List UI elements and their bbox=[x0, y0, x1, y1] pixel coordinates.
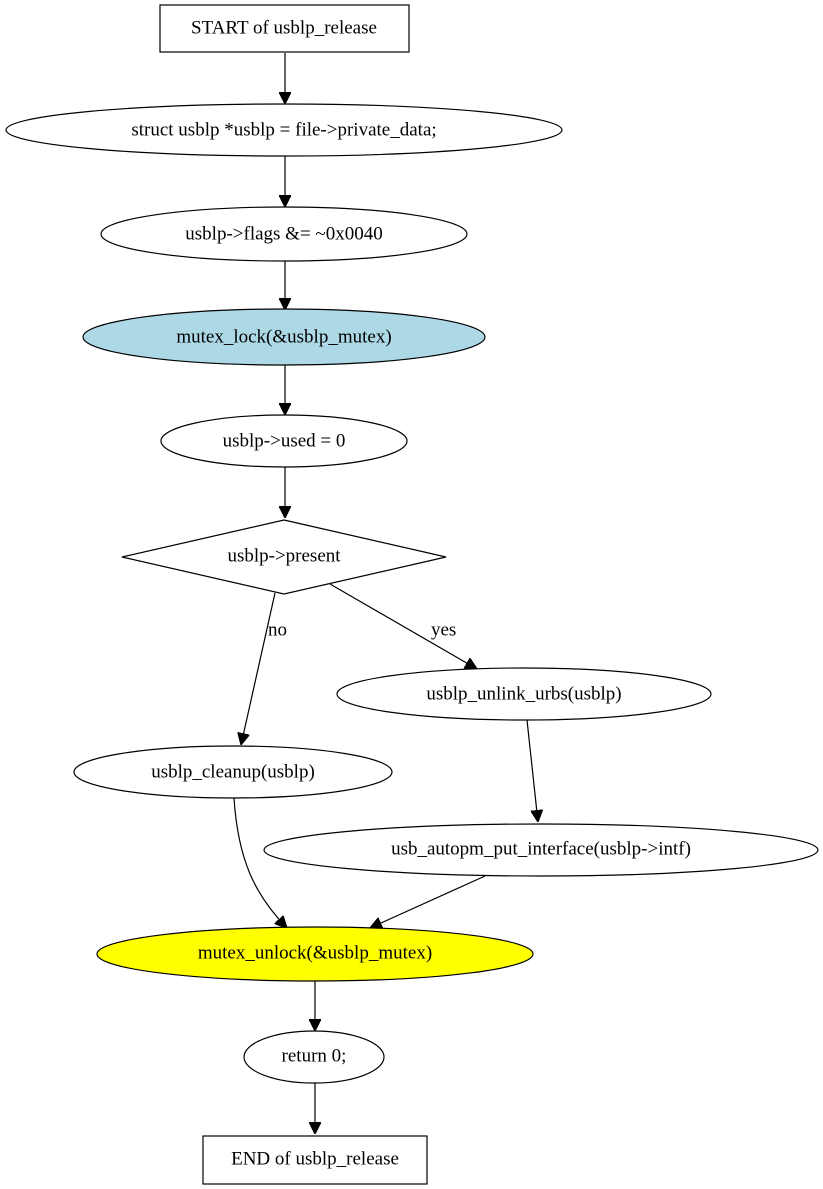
node-get-usblp: struct usblp *usblp = file->private_data… bbox=[5, 103, 563, 157]
node-mutex-unlock-ellipse bbox=[96, 926, 534, 982]
edge-present-no-to-cleanup bbox=[241, 592, 276, 745]
edges bbox=[233, 53, 538, 1134]
node-set-unused: usblp->used = 0 bbox=[160, 414, 408, 468]
edge-cleanup-to-mutex-unlock bbox=[233, 797, 287, 928]
node-check-present: usblp->present bbox=[121, 519, 447, 595]
node-return-zero-label: return 0; bbox=[282, 1046, 347, 1067]
node-autopm-put-ellipse bbox=[263, 823, 819, 877]
node-mutex-lock: mutex_lock(&usblp_mutex) bbox=[82, 308, 486, 366]
node-clear-flags-label: usblp->flags &= ~0x0040 bbox=[185, 224, 382, 245]
node-autopm-put: usb_autopm_put_interface(usblp->intf) bbox=[263, 823, 819, 877]
node-return-zero-ellipse bbox=[243, 1030, 385, 1084]
node-unlink-urbs-label: usblp_unlink_urbs(usblp) bbox=[426, 684, 621, 705]
node-start-label: START of usblp_release bbox=[191, 18, 377, 39]
node-cleanup-label: usblp_cleanup(usblp) bbox=[151, 762, 315, 783]
node-return-zero: return 0; bbox=[243, 1030, 385, 1084]
edge-autopm-put-to-mutex-unlock bbox=[370, 875, 486, 928]
node-check-present-label: usblp->present bbox=[227, 546, 341, 567]
node-end-box bbox=[202, 1135, 428, 1185]
node-cleanup: usblp_cleanup(usblp) bbox=[73, 745, 393, 799]
edge-label-no: no bbox=[268, 620, 287, 641]
node-unlink-urbs-ellipse bbox=[336, 667, 712, 721]
node-mutex-unlock-label: mutex_unlock(&usblp_mutex) bbox=[198, 943, 432, 964]
edge-present-yes-to-unlink-urbs bbox=[329, 583, 477, 669]
node-end-label: END of usblp_release bbox=[231, 1149, 399, 1170]
node-get-usblp-ellipse bbox=[5, 103, 563, 157]
node-unlink-urbs: usblp_unlink_urbs(usblp) bbox=[336, 667, 712, 721]
node-cleanup-ellipse bbox=[73, 745, 393, 799]
node-get-usblp-label: struct usblp *usblp = file->private_data… bbox=[131, 120, 436, 141]
node-end: END of usblp_release bbox=[202, 1135, 428, 1185]
node-autopm-put-label: usb_autopm_put_interface(usblp->intf) bbox=[391, 839, 691, 860]
edge-label-yes: yes bbox=[431, 620, 456, 641]
node-clear-flags: usblp->flags &= ~0x0040 bbox=[100, 206, 468, 262]
node-mutex-lock-label: mutex_lock(&usblp_mutex) bbox=[176, 327, 391, 348]
node-mutex-unlock: mutex_unlock(&usblp_mutex) bbox=[96, 926, 534, 982]
node-check-present-diamond bbox=[121, 519, 447, 595]
node-start-box bbox=[159, 4, 410, 53]
edge-unlink-urbs-to-autopm-put bbox=[526, 719, 538, 822]
node-clear-flags-ellipse bbox=[100, 206, 468, 262]
node-set-unused-ellipse bbox=[160, 414, 408, 468]
node-start: START of usblp_release bbox=[159, 4, 410, 53]
node-mutex-lock-ellipse bbox=[82, 308, 486, 366]
node-set-unused-label: usblp->used = 0 bbox=[223, 431, 346, 452]
